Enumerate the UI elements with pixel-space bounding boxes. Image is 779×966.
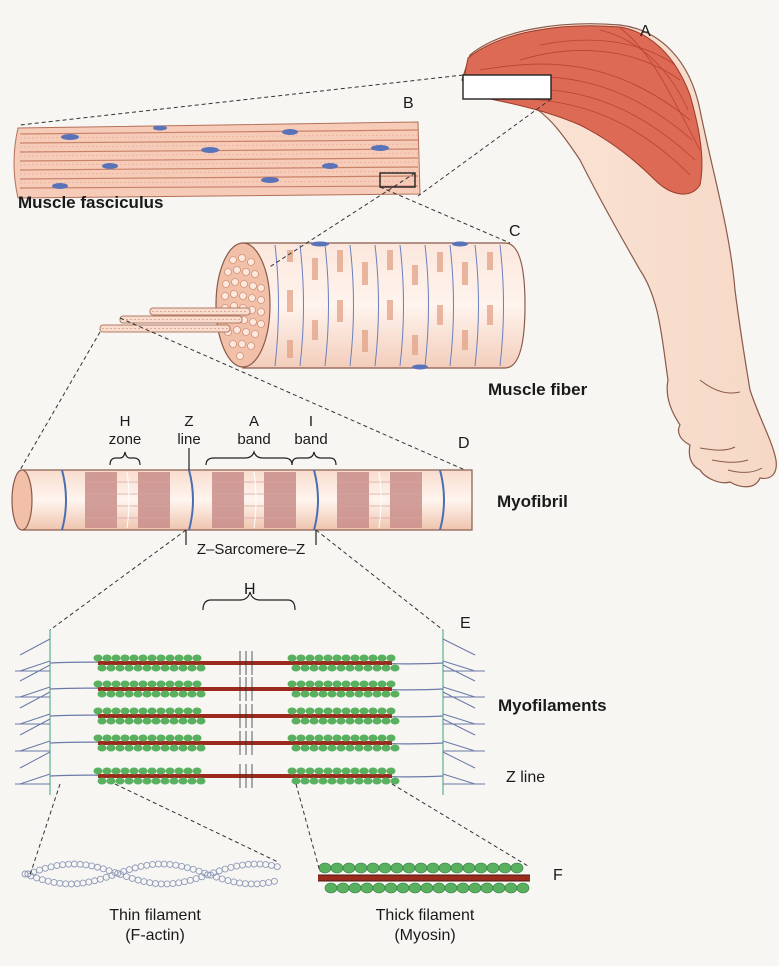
i-band-label-2: band xyxy=(286,432,336,448)
thin-filament-illustration xyxy=(22,861,280,887)
myofilaments-illustration xyxy=(15,592,485,795)
filament-row xyxy=(15,752,485,788)
z-line-label-1: Z xyxy=(168,414,210,430)
myofibril-illustration xyxy=(12,448,472,545)
h-zone-label-1: H xyxy=(104,414,146,430)
caption-muscle-fiber: Muscle fiber xyxy=(488,381,587,399)
h-zone-filament-label: H xyxy=(244,582,256,599)
filament-row xyxy=(15,719,485,755)
h-zone-label-2: zone xyxy=(104,432,146,448)
caption-z-line: Z line xyxy=(506,770,545,787)
i-band-label-1: I xyxy=(286,414,336,430)
caption-myofibril: Myofibril xyxy=(497,493,568,511)
thin-filament-subcaption: (F-actin) xyxy=(70,928,240,945)
thin-filament-caption: Thin filament xyxy=(70,908,240,925)
caption-muscle-fasciculus: Muscle fasciculus xyxy=(18,194,164,212)
thick-filament-caption: Thick filament xyxy=(340,908,510,925)
label-d: D xyxy=(458,436,470,453)
label-b: B xyxy=(403,96,414,113)
filament-row xyxy=(15,665,485,701)
label-c: C xyxy=(509,224,521,241)
label-a: A xyxy=(640,24,651,41)
a-band-label-2: band xyxy=(226,432,282,448)
filament-rows xyxy=(15,639,485,788)
z-line-label-2: line xyxy=(168,432,210,448)
muscle-fasciculus-illustration xyxy=(14,122,420,198)
zoom-box-arm xyxy=(463,75,551,99)
thick-filament-illustration xyxy=(318,863,530,893)
filament-row xyxy=(15,639,485,675)
muscle-fiber-illustration xyxy=(100,242,525,370)
filament-row xyxy=(15,692,485,728)
caption-myofilaments: Myofilaments xyxy=(498,697,607,715)
thick-filament-subcaption: (Myosin) xyxy=(340,928,510,945)
sarcomere-label: Z–Sarcomere–Z xyxy=(176,542,326,558)
a-band-label-1: A xyxy=(226,414,282,430)
label-e: E xyxy=(460,616,471,633)
label-f: F xyxy=(553,868,563,885)
